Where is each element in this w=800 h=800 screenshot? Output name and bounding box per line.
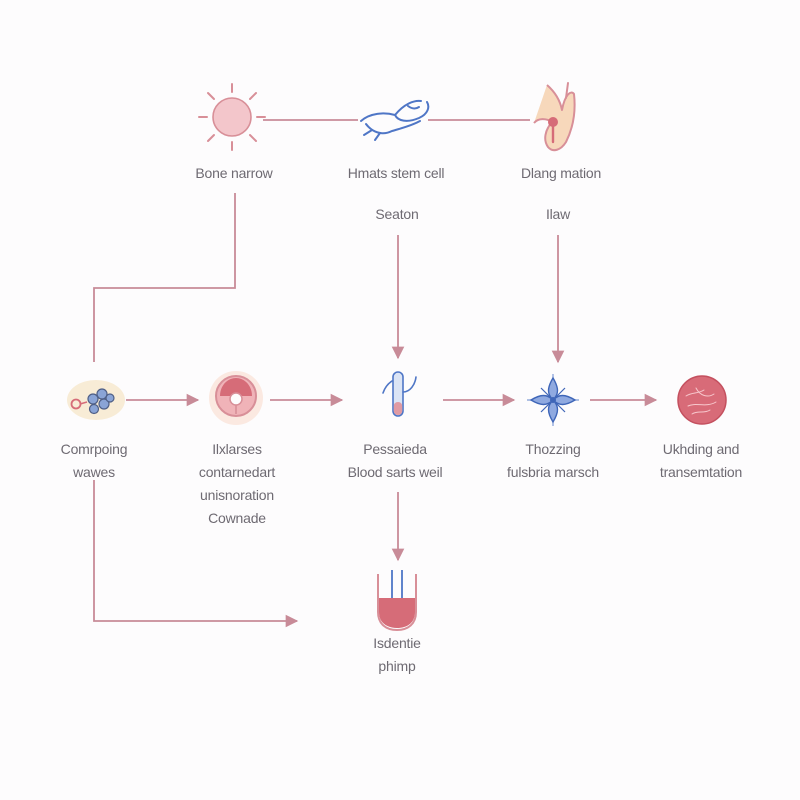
contamination-label: Ilxlarses contarnedart unisnoration Cown… — [198, 441, 276, 526]
arrow-composing-to-pump — [93, 480, 299, 628]
thozzing-label: Thozzing fulsbria marsch — [507, 441, 599, 480]
cells-cluster-icon — [67, 380, 125, 420]
bone-marrow-label: Bone narrow — [195, 165, 273, 181]
test-tube-icon — [382, 371, 417, 417]
beaker-icon — [377, 570, 417, 632]
stem-cell-sublabel: Seaton — [375, 206, 419, 222]
figure-icon — [533, 82, 576, 152]
sun-icon — [198, 83, 266, 151]
diagnosis-sublabel: Ilaw — [545, 206, 571, 222]
diagnosis-label: Dlang mation — [520, 165, 602, 181]
pump-label: Isdentie phimp — [373, 635, 421, 674]
blood-label: Pessaieda Blood sarts weil — [347, 441, 443, 480]
transmitation-label: Ukhding and transemtation — [659, 441, 743, 480]
composing-label: Comrpoing wawes — [60, 441, 128, 480]
capsule-icon — [209, 371, 263, 425]
hand-icon — [360, 99, 430, 141]
blood-disc-icon — [677, 375, 727, 425]
star-cell-icon — [527, 374, 579, 426]
stem-cell-label: Hmats stem cell — [347, 165, 445, 181]
connector-marrow-to-composing — [93, 193, 236, 362]
